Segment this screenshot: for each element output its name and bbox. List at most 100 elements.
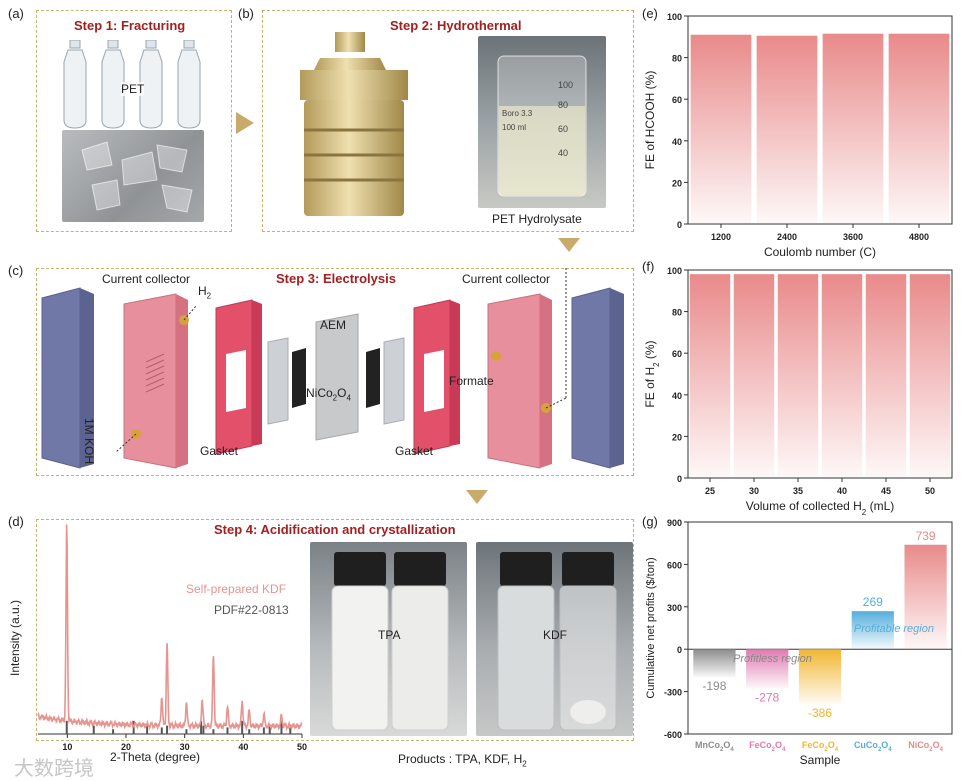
fe-hcooh-ytick-label: 20	[672, 178, 682, 188]
profit-bar	[798, 649, 842, 704]
profit-xtick-label: MnCo2O4	[695, 740, 734, 753]
pet-label: PET	[121, 82, 145, 96]
xrd-kdf-line	[37, 524, 303, 732]
profit-bar	[851, 611, 894, 650]
products-caption: Products : TPA, KDF, H2	[398, 752, 527, 769]
profit-xtick-label: FeCo2O4	[802, 740, 839, 753]
fe-hcooh-xtick-label: 2400	[777, 232, 797, 242]
xrd-ylabel: Intensity (a.u.)	[8, 599, 22, 676]
panel-a-frame	[36, 10, 232, 232]
xrd-xtick-label: 30	[180, 742, 190, 752]
fe-h2-xtick-label: 35	[793, 486, 803, 496]
panel-b-title: Step 2: Hydrothermal	[390, 18, 522, 33]
fe-hcooh-xlabel: Coulomb number (C)	[764, 245, 876, 259]
pet-bottles-illustration	[63, 40, 201, 129]
profit-xtick-label: FeCo2O4	[749, 740, 786, 753]
panel-d-frame	[36, 519, 634, 741]
profit-value-label: -198	[702, 679, 726, 693]
profitable-region-label: Profitable region	[854, 623, 934, 635]
beaker-text-volume: 100 ml	[502, 123, 526, 132]
fe-hcooh-bar	[822, 33, 884, 225]
profit-xlabel: Sample	[800, 753, 841, 767]
profit-ytick-label: 600	[667, 560, 682, 570]
kdf-photo	[476, 542, 633, 736]
watermark: 大数跨境	[14, 756, 94, 780]
fe-h2-xtick-label: 45	[881, 486, 891, 496]
fe-h2-xlabel: Volume of collected H2 (mL)	[746, 499, 895, 516]
fe-hcooh-xtick-label: 1200	[711, 232, 731, 242]
fe-hcooh-ylabel: FE of HCOOH (%)	[643, 71, 657, 170]
panel-c-title: Step 3: Electrolysis	[276, 271, 396, 286]
fe-h2-ytick-label: 20	[672, 432, 682, 442]
kdf-label: KDF	[543, 628, 567, 642]
fe-hcooh-xtick-label: 3600	[843, 232, 863, 242]
fe-h2-ytick-label: 100	[667, 266, 682, 276]
fe-h2-xtick-label: 50	[925, 486, 935, 496]
arrow-a-to-b	[236, 112, 254, 134]
fe-hcooh-ytick-label: 40	[672, 137, 682, 147]
arrow-b-to-c	[558, 238, 580, 252]
xrd-xtick-label: 10	[62, 742, 72, 752]
profit-value-label: -386	[808, 706, 832, 720]
fe-h2-xtick-label: 40	[837, 486, 847, 496]
profit-bar	[746, 649, 789, 689]
profit-value-label: 269	[863, 595, 883, 609]
profit-ylabel: Cumulative net profits ($/ton)	[645, 557, 657, 698]
fe-hcooh-ytick-label: 0	[677, 220, 682, 230]
xrd-xtick-label: 20	[121, 742, 131, 752]
beaker-mark-60: 60	[558, 124, 568, 134]
arrow-c-to-d	[466, 490, 488, 504]
aem-label: AEM	[320, 318, 347, 332]
formate-label: Formate	[449, 374, 494, 388]
tpa-label: TPA	[378, 628, 401, 642]
panel-c-frame	[36, 268, 634, 476]
profit-ytick-label: 900	[667, 518, 682, 528]
gasket-right-label: Gasket	[395, 444, 434, 458]
beaker-mark-100: 100	[558, 80, 573, 90]
fe-hcooh-xtick-label: 4800	[909, 232, 929, 242]
h2-label: H2	[198, 284, 212, 301]
fe-hcooh-ytick-label: 100	[667, 12, 682, 22]
fe-h2-bar	[909, 274, 951, 478]
fe-h2-bar	[733, 274, 775, 478]
fe-h2-ytick-label: 0	[677, 474, 682, 484]
panel-c-letter: (c)	[8, 263, 24, 278]
panel-b-letter: (b)	[238, 6, 254, 21]
beaker-photo: 100 80 60 40 Boro 3.3 100 ml	[478, 36, 606, 208]
fe-h2-bar	[865, 274, 907, 478]
fe-h2-bar	[777, 274, 819, 478]
gasket-left-label: Gasket	[200, 444, 239, 458]
fe-hcooh-bar	[690, 34, 752, 224]
catalyst-label: NiCo2O4	[306, 386, 351, 403]
profit-plot-frame	[687, 521, 953, 735]
fe-h2-bar	[821, 274, 863, 478]
panel-a-title: Step 1: Fracturing	[74, 18, 186, 33]
fe-h2-ytick-label: 80	[672, 308, 682, 318]
fe-h2-xtick-label: 25	[705, 486, 715, 496]
profit-xtick-label: NiCo2O4	[908, 740, 943, 753]
panel-d-letter: (d)	[8, 514, 24, 529]
hydrothermal-autoclave	[300, 32, 408, 216]
panel-e-letter: (e)	[642, 6, 658, 21]
tpa-photo	[310, 542, 467, 736]
profit-value-label: -278	[755, 690, 779, 704]
current-collector-right-label: Current collector	[462, 272, 551, 286]
electrolyzer-exploded-view	[41, 268, 624, 469]
xrd-xtick-label: 40	[238, 742, 248, 752]
panel-g-letter: (g)	[642, 514, 658, 529]
fe-hcooh-bar	[888, 33, 950, 225]
xrd-xlabel: 2-Theta (degree)	[110, 750, 201, 764]
profit-ytick-label: 300	[667, 603, 682, 613]
profit-bar	[904, 544, 947, 650]
fe-hcooh-ytick-label: 80	[672, 54, 682, 64]
panel-a-letter: (a)	[8, 6, 24, 21]
net-profits-chart: -600-3000300600900-198MnCo2O4-278FeCo2O4…	[645, 518, 953, 767]
xrd-legend-kdf: Self-prepared KDF	[186, 582, 287, 596]
profit-xtick-label: CuCo2O4	[854, 740, 892, 753]
fe-hcooh-plot-frame	[687, 15, 953, 225]
profit-bar	[693, 649, 736, 678]
panel-f-letter: (f)	[642, 259, 655, 274]
profit-ytick-label: -600	[664, 730, 682, 740]
beaker-text-boro: Boro 3.3	[502, 109, 533, 118]
